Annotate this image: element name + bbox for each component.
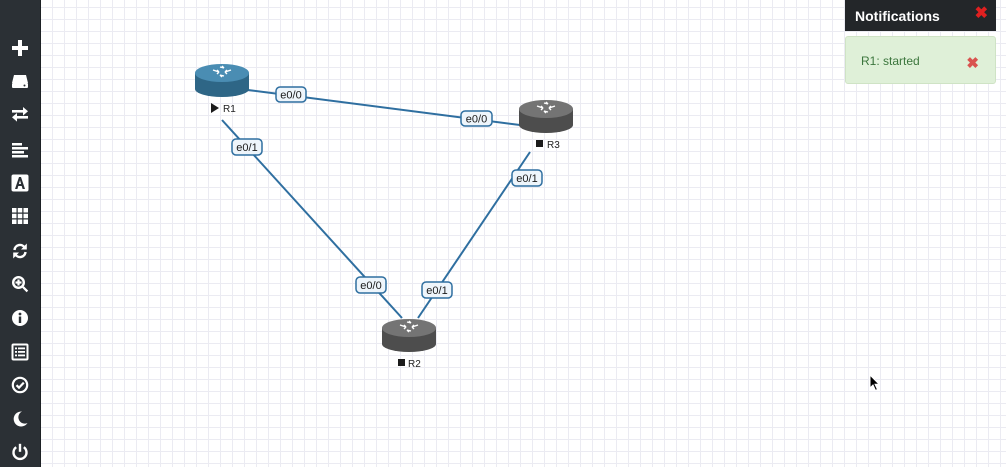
add-link-button[interactable] (0, 98, 40, 130)
link-label: e0/1 (231, 138, 263, 156)
node-label: R2 (408, 359, 421, 370)
router-icon (195, 64, 249, 97)
router-node-r3[interactable]: R3 (519, 100, 573, 151)
add-node-button[interactable] (0, 32, 40, 64)
stop-icon (398, 359, 405, 366)
dark-mode-button[interactable] (0, 403, 40, 435)
router-icon (382, 319, 436, 352)
link-label-text: e0/0 (280, 90, 301, 102)
grid-icon (12, 208, 28, 224)
zoom-button[interactable] (0, 268, 40, 300)
show-grid-button[interactable] (0, 200, 40, 232)
link-label-text: e0/1 (236, 142, 257, 154)
check-button[interactable] (0, 369, 40, 401)
play-icon (211, 103, 219, 113)
left-toolbar (0, 0, 41, 467)
reload-button[interactable] (0, 235, 40, 267)
router-node-r2[interactable]: R2 (382, 319, 436, 370)
link-label: e0/0 (355, 276, 387, 294)
notifications-title: Notifications (855, 7, 940, 24)
node-label: R3 (547, 140, 560, 151)
power-icon (12, 443, 28, 461)
notifications-panel: Notifications ✖ R1: started ✖ (845, 0, 996, 84)
refresh-icon (13, 243, 27, 259)
link-label-text: e0/1 (426, 285, 447, 297)
list-icon (11, 343, 29, 361)
check-circle-icon (11, 376, 29, 394)
node-label: R1 (223, 104, 236, 115)
plus-icon (12, 40, 28, 56)
stop-icon (536, 140, 543, 147)
add-text-button[interactable] (0, 167, 40, 199)
power-button[interactable] (0, 436, 40, 467)
swap-icon (12, 107, 28, 122)
router-icon (519, 100, 573, 133)
link-label: e0/0 (460, 110, 493, 127)
list-view-button[interactable] (0, 336, 40, 368)
notification-item: R1: started ✖ (845, 36, 996, 84)
moon-icon (13, 411, 28, 427)
add-note-button[interactable] (0, 134, 40, 166)
router-node-r1[interactable]: R1 (195, 64, 249, 115)
font-icon (11, 174, 29, 192)
link-label: e0/0 (275, 86, 307, 103)
drive-icon (12, 75, 28, 88)
mouse-cursor-icon (869, 374, 881, 392)
browse-devices-button[interactable] (0, 65, 40, 97)
dismiss-icon[interactable]: ✖ (966, 55, 979, 72)
zoom-in-icon (11, 275, 29, 293)
notification-text: R1: started (861, 54, 920, 68)
notifications-header: Notifications ✖ (845, 0, 996, 31)
info-button[interactable] (0, 302, 40, 334)
link-label-text: e0/0 (360, 280, 381, 292)
align-left-icon (12, 143, 28, 158)
link-label: e0/1 (421, 281, 453, 299)
info-icon (12, 310, 28, 326)
link-label-text: e0/1 (516, 173, 537, 185)
link-label: e0/1 (511, 169, 543, 187)
close-icon[interactable]: ✖ (974, 5, 988, 22)
link-label-text: e0/0 (466, 114, 487, 126)
